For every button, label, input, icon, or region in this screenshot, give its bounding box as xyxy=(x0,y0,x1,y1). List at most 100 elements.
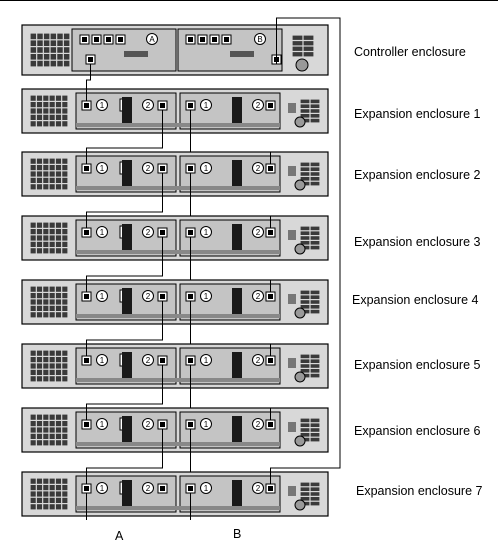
mark-a2-5 xyxy=(142,354,154,366)
fan-5 xyxy=(294,371,306,383)
cable-b-4-5 xyxy=(190,301,271,356)
mark-a2-3 xyxy=(142,226,154,238)
cables xyxy=(86,17,341,520)
center-block-a-1 xyxy=(122,97,132,123)
center-block-b-6 xyxy=(232,416,242,442)
cable-b-1-2 xyxy=(190,110,271,164)
label-expansion-enclosure-3: Expansion enclosure 3 xyxy=(354,235,481,249)
controller-fan xyxy=(295,58,309,72)
mark-b1-6 xyxy=(200,418,212,430)
mark-b1-1-label: 1 xyxy=(204,101,209,110)
mark-a2-1-label: 2 xyxy=(146,101,151,110)
center-block-b-3 xyxy=(232,224,242,250)
label-expansion-enclosure-2: Expansion enclosure 2 xyxy=(354,168,481,182)
center-block-b-5 xyxy=(232,352,242,378)
rail-1 xyxy=(76,123,280,127)
mark-a2-5-label: 2 xyxy=(146,356,151,365)
label-expansion-enclosure-1: Expansion enclosure 1 xyxy=(354,107,481,121)
center-block-b-2 xyxy=(232,160,242,186)
controller-mark-b xyxy=(254,33,266,45)
cable-a-2-3 xyxy=(86,173,163,228)
fan-1 xyxy=(294,116,306,128)
fan-6 xyxy=(294,435,306,447)
mark-b1-7 xyxy=(200,482,212,494)
mark-b2-4 xyxy=(252,290,264,302)
mark-b1-5 xyxy=(200,354,212,366)
mark-a2-4 xyxy=(142,290,154,302)
mark-a1-7-label: 1 xyxy=(100,484,105,493)
mark-a2-6-label: 2 xyxy=(146,420,151,429)
center-block-a-4 xyxy=(122,288,132,314)
mark-b2-1 xyxy=(252,99,264,111)
cable-a-6-7 xyxy=(86,429,163,484)
center-block-a-3 xyxy=(122,224,132,250)
mark-a1-6 xyxy=(96,418,108,430)
mark-a1-7 xyxy=(96,482,108,494)
port-label-b: B xyxy=(233,527,242,541)
cable-b-5-6 xyxy=(190,365,271,420)
label-expansion-enclosure-7: Expansion enclosure 7 xyxy=(356,484,483,498)
mark-b2-2-label: 2 xyxy=(256,164,261,173)
mark-a1-2-label: 1 xyxy=(100,164,105,173)
rail-4 xyxy=(76,314,280,318)
fan-7 xyxy=(294,499,306,511)
mark-b2-5-label: 2 xyxy=(256,356,261,365)
mark-b1-1 xyxy=(200,99,212,111)
mark-b1-2 xyxy=(200,162,212,174)
expansion-enclosure-7: 1 2 1 2 xyxy=(21,471,329,517)
center-block-a-7 xyxy=(122,480,132,506)
top-rule xyxy=(0,0,498,1)
cable-b-3-4 xyxy=(190,237,271,292)
left-vents-2 xyxy=(30,158,68,190)
rail-5 xyxy=(76,378,280,382)
controller-right-vents xyxy=(292,35,314,57)
left-vents-4 xyxy=(30,286,68,318)
mark-b1-4-label: 1 xyxy=(204,292,209,301)
cable-a-4-5 xyxy=(86,301,163,356)
left-vents-1 xyxy=(30,95,68,127)
mark-b2-1-label: 2 xyxy=(256,101,261,110)
controller-mark-a xyxy=(146,33,158,45)
mark-a2-2 xyxy=(142,162,154,174)
controller-left-vents xyxy=(30,33,70,67)
mark-b2-7-label: 2 xyxy=(256,484,261,493)
mark-a1-4 xyxy=(96,290,108,302)
left-vents-6 xyxy=(30,414,68,446)
cable-b-2-3 xyxy=(190,173,271,228)
mark-b1-6-label: 1 xyxy=(204,420,209,429)
mark-b1-2-label: 1 xyxy=(204,164,209,173)
cable-b-6-7 xyxy=(190,429,271,484)
mark-a2-1 xyxy=(142,99,154,111)
port-label-a: A xyxy=(115,529,124,543)
mark-b2-5 xyxy=(252,354,264,366)
center-block-b-4 xyxy=(232,288,242,314)
mark-b2-3-label: 2 xyxy=(256,228,261,237)
mark-b1-3-label: 1 xyxy=(204,228,209,237)
mark-a1-3 xyxy=(96,226,108,238)
fan-2 xyxy=(294,179,306,191)
cable-a-3-4 xyxy=(86,237,163,292)
rail-7 xyxy=(76,506,280,510)
controller-mark-b-label: B xyxy=(257,35,262,44)
center-block-a-2 xyxy=(122,160,132,186)
rail-3 xyxy=(76,250,280,254)
mark-a1-6-label: 1 xyxy=(100,420,105,429)
cable-ctrl-a xyxy=(86,64,91,101)
mark-a1-2 xyxy=(96,162,108,174)
cable-ctrl-b xyxy=(270,17,341,484)
mark-a1-5-label: 1 xyxy=(100,356,105,365)
left-vents-5 xyxy=(30,350,68,382)
mark-a2-3-label: 2 xyxy=(146,228,151,237)
center-block-a-5 xyxy=(122,352,132,378)
mark-b1-7-label: 1 xyxy=(204,484,209,493)
mark-b1-4 xyxy=(200,290,212,302)
label-expansion-enclosure-6: Expansion enclosure 6 xyxy=(354,424,481,438)
mark-b2-4-label: 2 xyxy=(256,292,261,301)
mark-a1-4-label: 1 xyxy=(100,292,105,301)
mark-a2-7-label: 2 xyxy=(146,484,151,493)
